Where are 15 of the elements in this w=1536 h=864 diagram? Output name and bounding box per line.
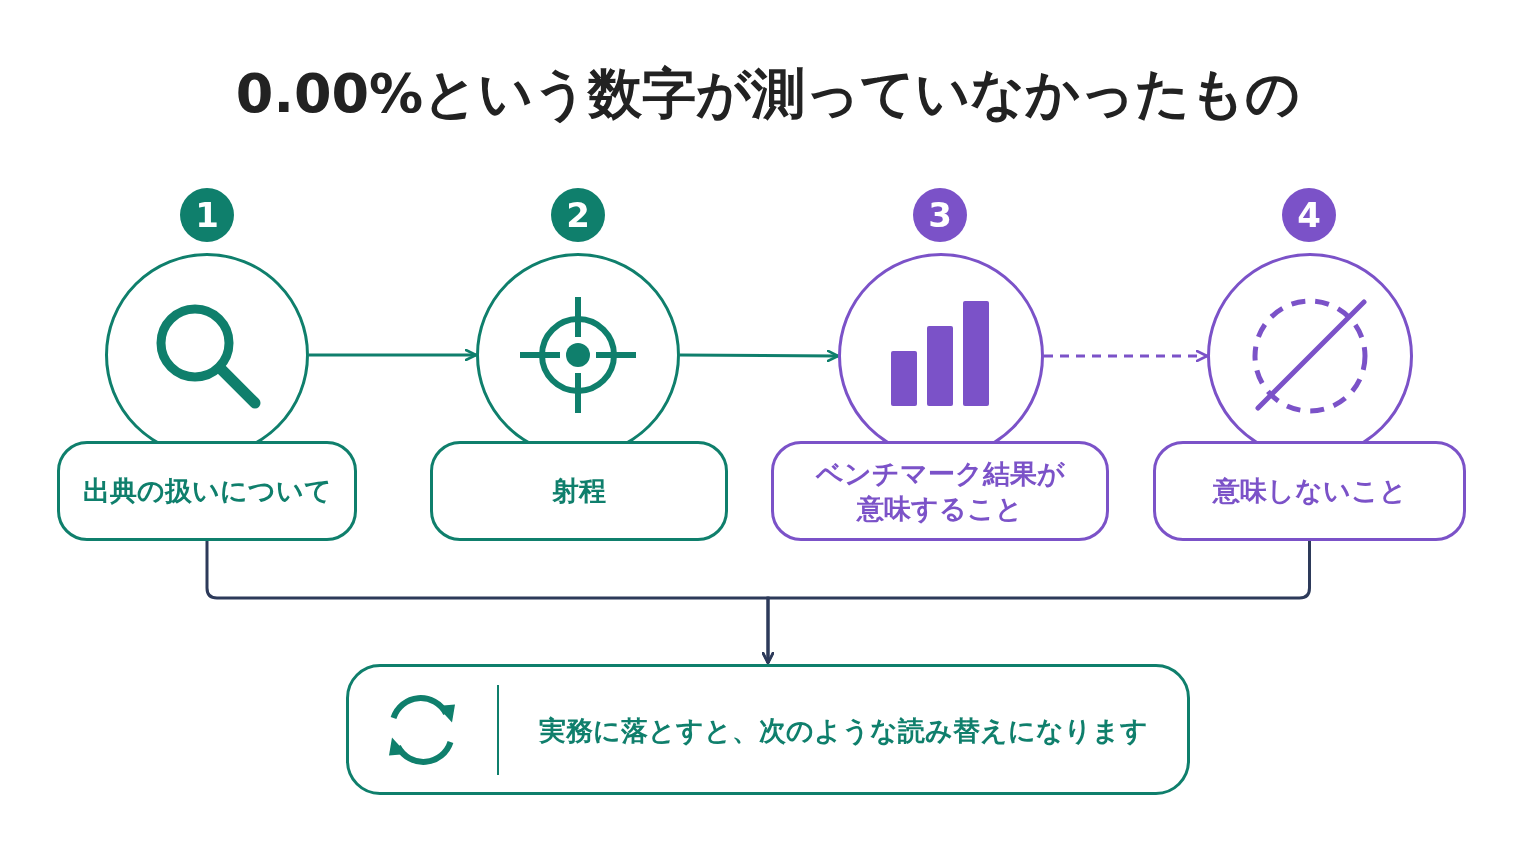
arrow xyxy=(309,348,478,362)
title: 0.00%という数字が測っていなかったもの xyxy=(234,61,1302,127)
summary-box xyxy=(346,664,1190,795)
step-number: 1 xyxy=(180,188,234,242)
arrow xyxy=(680,349,840,363)
label-box: ベンチマーク結果が意味すること xyxy=(771,441,1109,541)
arrow xyxy=(1044,349,1209,363)
label-box: 射程 xyxy=(430,441,728,541)
label-box: 出典の扱いについて xyxy=(57,441,357,541)
step-number: 2 xyxy=(551,188,605,242)
step-number: 4 xyxy=(1282,188,1336,242)
label-box: 意味しないこと xyxy=(1153,441,1466,541)
arrow xyxy=(761,541,1311,665)
summary-text: 実務に落とすと、次のような読み替えになります xyxy=(539,714,1148,748)
step-number: 3 xyxy=(913,188,967,242)
